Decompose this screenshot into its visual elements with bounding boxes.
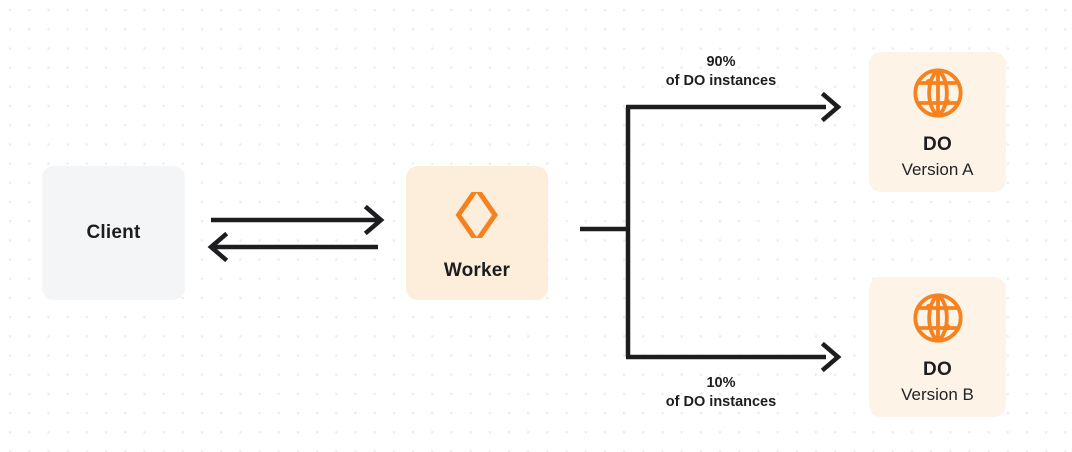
edge-label-do-b-percent: 10% bbox=[706, 375, 736, 391]
edge-label-do-b: 10% of DO instances bbox=[657, 374, 785, 413]
edge-label-do-a-percent: 90% bbox=[706, 54, 736, 70]
edge-label-do-a: 90% of DO instances bbox=[657, 53, 785, 92]
node-do-b-label: DO bbox=[923, 358, 952, 380]
node-do-a-label: DO bbox=[923, 133, 952, 155]
node-worker[interactable]: Worker bbox=[406, 166, 548, 300]
edge-worker-branch-bus bbox=[580, 107, 631, 357]
cloudflare-workers-icon bbox=[446, 184, 508, 246]
node-do-b-sublabel: Version B bbox=[901, 384, 974, 404]
node-worker-label: Worker bbox=[443, 259, 511, 281]
node-do-a[interactable]: DO Version A bbox=[869, 52, 1006, 192]
edge-worker-to-client bbox=[207, 231, 378, 263]
node-client-label: Client bbox=[86, 221, 141, 243]
edge-label-do-a-description: of DO instances bbox=[665, 73, 777, 90]
edge-worker-to-do-a bbox=[626, 91, 842, 123]
globe-icon bbox=[909, 289, 967, 347]
node-do-a-sublabel: Version A bbox=[901, 159, 974, 179]
node-do-b[interactable]: DO Version B bbox=[869, 277, 1006, 417]
node-client[interactable]: Client bbox=[42, 166, 185, 300]
edge-label-do-b-description: of DO instances bbox=[665, 394, 777, 411]
edge-client-to-worker bbox=[211, 204, 385, 236]
globe-icon bbox=[909, 64, 967, 122]
edge-worker-to-do-b bbox=[626, 341, 842, 373]
